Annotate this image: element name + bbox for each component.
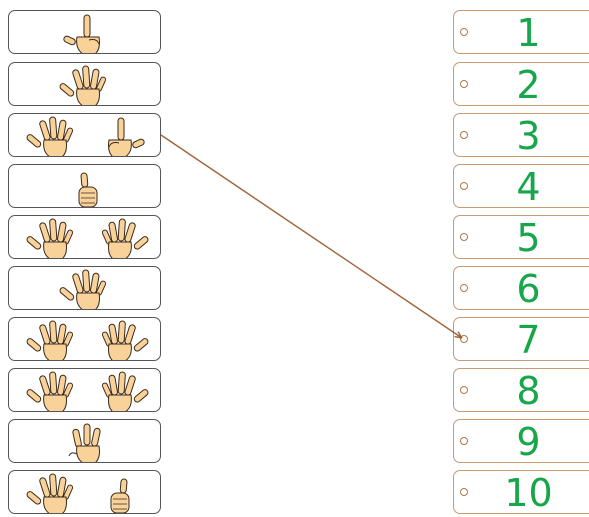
number-card-9[interactable]: 9 bbox=[453, 419, 589, 463]
number-label: 8 bbox=[494, 369, 563, 411]
connector-dot[interactable] bbox=[460, 233, 468, 241]
hand-icon-three bbox=[69, 424, 101, 463]
hand-icon-open bbox=[26, 372, 74, 412]
hand-icon-thumb bbox=[79, 173, 97, 207]
connector-dot[interactable] bbox=[460, 80, 468, 88]
number-card-7[interactable]: 7 bbox=[453, 317, 589, 361]
hand-card-5[interactable] bbox=[8, 215, 161, 259]
connection-line bbox=[161, 135, 462, 338]
hand-icon-thumb bbox=[111, 479, 129, 513]
hand-illustration bbox=[9, 165, 161, 208]
connector-dot[interactable] bbox=[460, 182, 468, 190]
hand-icon-open bbox=[102, 219, 150, 259]
hand-icon-point bbox=[63, 15, 100, 54]
hand-icon-open bbox=[102, 321, 150, 361]
number-card-5[interactable]: 5 bbox=[453, 215, 589, 259]
hand-illustration bbox=[9, 267, 161, 310]
hand-illustration bbox=[9, 114, 161, 157]
hand-card-7[interactable] bbox=[8, 317, 161, 361]
hand-card-6[interactable] bbox=[8, 266, 161, 310]
hand-illustration bbox=[9, 11, 161, 54]
number-card-3[interactable]: 3 bbox=[453, 113, 589, 157]
hand-icon-open bbox=[26, 474, 74, 514]
hand-illustration bbox=[9, 63, 161, 106]
number-card-6[interactable]: 6 bbox=[453, 266, 589, 310]
hand-card-1[interactable] bbox=[8, 10, 161, 54]
hand-icon-open bbox=[26, 117, 74, 157]
number-label: 1 bbox=[494, 11, 563, 53]
hand-card-3[interactable] bbox=[8, 113, 161, 157]
hand-icon-open bbox=[102, 372, 150, 412]
hand-icon-open bbox=[26, 219, 74, 259]
number-card-2[interactable]: 2 bbox=[453, 62, 589, 106]
hand-icon-open bbox=[59, 66, 107, 106]
hand-card-8[interactable] bbox=[8, 368, 161, 412]
connector-dot[interactable] bbox=[460, 437, 468, 445]
connector-dot[interactable] bbox=[460, 335, 468, 343]
number-card-10[interactable]: 10 bbox=[453, 470, 589, 514]
hand-card-2[interactable] bbox=[8, 62, 161, 106]
hand-icon-open bbox=[59, 270, 107, 310]
connector-dot[interactable] bbox=[460, 284, 468, 292]
connector-dot[interactable] bbox=[460, 28, 468, 36]
hand-illustration bbox=[9, 471, 161, 514]
number-label: 5 bbox=[494, 216, 563, 258]
number-label: 10 bbox=[494, 471, 563, 513]
number-label: 9 bbox=[494, 420, 563, 462]
number-label: 7 bbox=[494, 318, 563, 360]
number-label: 2 bbox=[494, 63, 563, 105]
hand-illustration bbox=[9, 318, 161, 361]
connector-dot[interactable] bbox=[460, 488, 468, 496]
number-card-8[interactable]: 8 bbox=[453, 368, 589, 412]
hand-card-4[interactable] bbox=[8, 164, 161, 208]
number-card-4[interactable]: 4 bbox=[453, 164, 589, 208]
hand-illustration bbox=[9, 420, 161, 463]
connector-dot[interactable] bbox=[460, 131, 468, 139]
hand-illustration bbox=[9, 216, 161, 259]
hand-illustration bbox=[9, 369, 161, 412]
number-label: 6 bbox=[494, 267, 563, 309]
hand-icon-open bbox=[26, 321, 74, 361]
number-card-1[interactable]: 1 bbox=[453, 10, 589, 54]
connector-dot[interactable] bbox=[460, 386, 468, 394]
hand-card-9[interactable] bbox=[8, 419, 161, 463]
number-label: 3 bbox=[494, 114, 563, 156]
number-label: 4 bbox=[494, 165, 563, 207]
hand-card-10[interactable] bbox=[8, 470, 161, 514]
hand-icon-point bbox=[109, 118, 146, 157]
